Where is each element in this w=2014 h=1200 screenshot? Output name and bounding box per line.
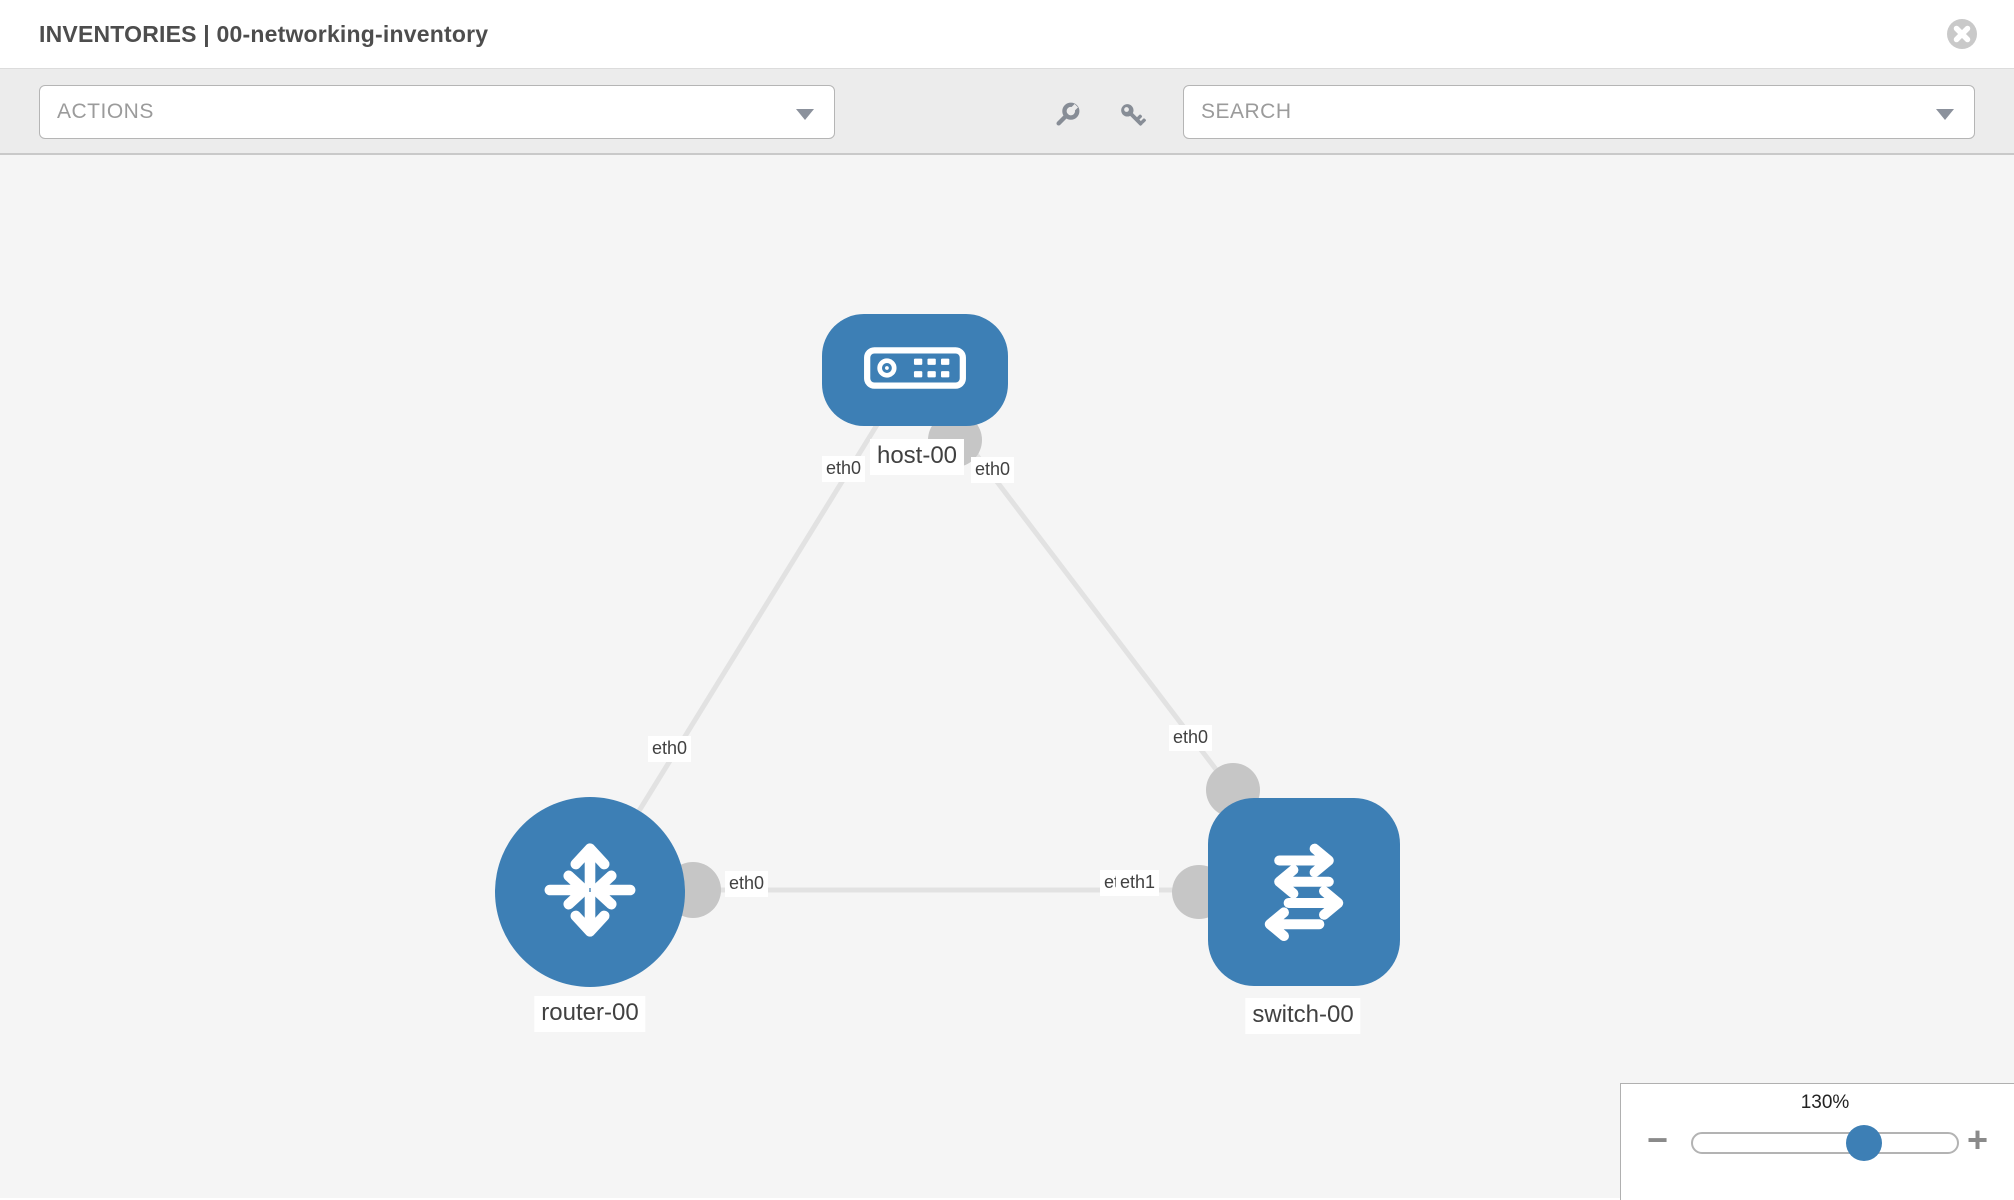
zoom-slider-track[interactable] bbox=[1691, 1132, 1959, 1154]
interface-label: eth1 bbox=[1116, 870, 1160, 896]
node-host-00[interactable] bbox=[822, 314, 1008, 426]
actions-dropdown[interactable]: ACTIONS bbox=[39, 85, 835, 139]
interface-label: eth0 bbox=[1169, 725, 1213, 751]
search-dropdown[interactable]: SEARCH bbox=[1183, 85, 1975, 139]
zoom-in-button[interactable]: + bbox=[1967, 1119, 1989, 1160]
links-layer bbox=[615, 413, 1260, 919]
node-router-00[interactable] bbox=[495, 797, 685, 987]
interface-label: eth0 bbox=[971, 457, 1015, 483]
node-label-host: host-00 bbox=[869, 439, 965, 475]
header: INVENTORIES | 00-networking-inventory bbox=[0, 0, 2014, 69]
toolbar: ACTIONS SEARCH bbox=[0, 69, 2014, 155]
topology-canvas[interactable]: host-00 router-00 switch-00 eth0 eth0 eth0… bbox=[0, 155, 2014, 1200]
search-dropdown-label: SEARCH bbox=[1201, 100, 1292, 123]
wrench-icon[interactable] bbox=[1050, 100, 1082, 132]
node-switch-00[interactable] bbox=[1208, 798, 1400, 986]
zoom-out-button[interactable]: − bbox=[1647, 1119, 1669, 1160]
zoom-level-value: 130% bbox=[1800, 1092, 1850, 1113]
switch-icon bbox=[1245, 831, 1363, 954]
node-label-switch: switch-00 bbox=[1245, 998, 1361, 1034]
interface-label: eth0 bbox=[725, 871, 769, 897]
interface-label: eth0 bbox=[648, 736, 692, 762]
link-host-router bbox=[615, 418, 883, 847]
host-icon bbox=[863, 343, 967, 398]
chevron-down-icon bbox=[796, 109, 814, 120]
actions-dropdown-label: ACTIONS bbox=[57, 100, 154, 123]
key-icon[interactable] bbox=[1117, 100, 1149, 132]
zoom-panel: 130% − + bbox=[1620, 1083, 2014, 1200]
interface-label: eth0 bbox=[822, 456, 866, 482]
chevron-down-icon bbox=[1936, 109, 1954, 120]
router-icon bbox=[531, 831, 649, 954]
zoom-slider-thumb[interactable] bbox=[1846, 1125, 1883, 1161]
node-label-router: router-00 bbox=[534, 996, 646, 1032]
close-icon[interactable] bbox=[1946, 18, 1978, 50]
page-title: INVENTORIES | 00-networking-inventory bbox=[39, 21, 489, 47]
